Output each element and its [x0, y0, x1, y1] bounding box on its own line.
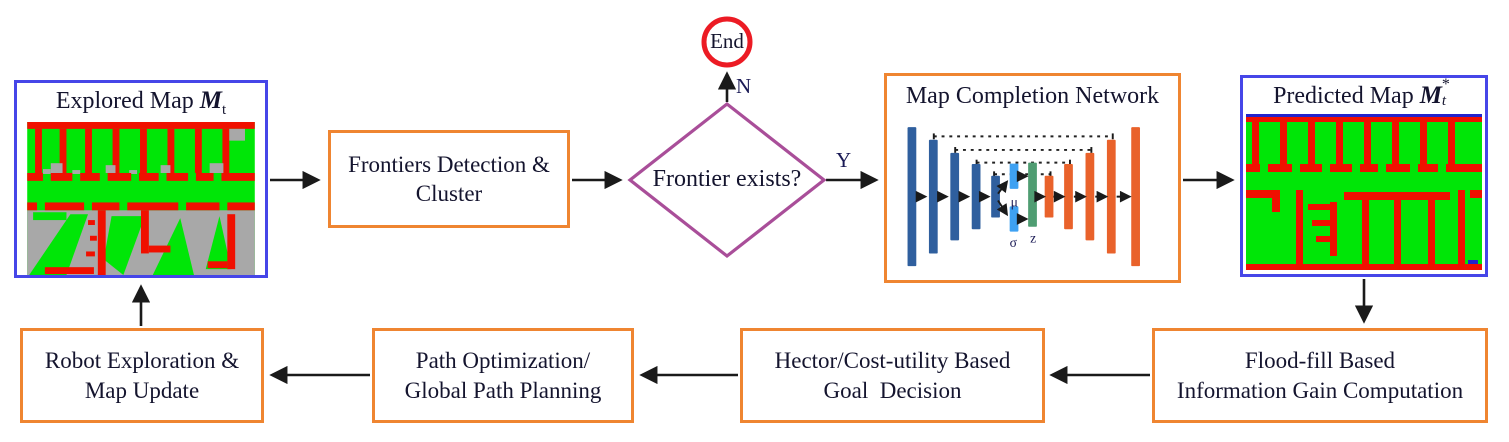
network-layer-bar	[949, 152, 959, 241]
hector-line1: Hector/Cost-utility Based	[774, 348, 1011, 374]
predicted-map-symbol: M	[1419, 82, 1442, 109]
decision-diamond	[627, 101, 827, 259]
explored-map-image	[27, 121, 255, 275]
predicted-map-superscript: *	[1441, 76, 1450, 93]
network-layer-bar	[907, 126, 916, 266]
network-layer-bar	[1027, 162, 1037, 227]
end-circle	[701, 16, 753, 68]
flow-arrows	[131, 71, 1374, 385]
network-layer-bar	[928, 139, 938, 254]
network-layer-bar	[1009, 163, 1018, 189]
network-layer-bar	[1063, 163, 1073, 229]
robot-line2: Map Update	[84, 377, 200, 403]
floodfill-line1: Flood-fill Based	[1244, 348, 1396, 374]
network-arrows	[915, 170, 1132, 225]
mcn-title: Map Completion Network	[905, 83, 1160, 109]
network-layer-bar	[1044, 175, 1053, 218]
explored-map-box: Explored Map Mt	[14, 80, 268, 278]
branch-yes-label: Y	[836, 148, 852, 172]
network-layer-bar	[1085, 152, 1094, 241]
explored-map-title: Explored Map Mt	[56, 85, 226, 120]
network-layer-bar	[1130, 126, 1140, 266]
floodfill-line2: Information Gain Computation	[1176, 377, 1464, 403]
predicted-map-title-text: Predicted Map	[1273, 83, 1414, 109]
network-layer-bar	[971, 163, 980, 229]
sigma-label: σ	[1009, 235, 1017, 250]
network-layer-bar	[1009, 206, 1018, 232]
vae-network-diagram: μ σ z	[907, 126, 1140, 266]
robot-exploration-box: Robot Exploration & Map Update	[20, 328, 264, 423]
decision-label: Frontier exists?	[652, 166, 802, 192]
predicted-map-subscript: t	[1441, 92, 1447, 109]
map-completion-network-box: Map Completion Network	[884, 73, 1181, 283]
z-label: z	[1030, 230, 1036, 245]
skip-connections	[932, 133, 1114, 177]
hector-line2: Goal Decision	[823, 377, 962, 403]
branch-no-label: N	[736, 74, 752, 98]
frontiers-box: Frontiers Detection & Cluster	[328, 130, 570, 228]
floodfill-box: Flood-fill Based Information Gain Comput…	[1152, 328, 1488, 423]
predicted-map-title: Predicted Map M*t	[1273, 76, 1455, 112]
explored-map-title-text: Explored Map	[55, 88, 194, 114]
network-layer-bar	[1106, 139, 1116, 254]
frontiers-line2: Cluster	[415, 181, 483, 206]
predicted-map-image	[1246, 114, 1482, 270]
frontiers-line1: Frontiers Detection &	[348, 151, 550, 177]
robot-line1: Robot Exploration &	[44, 348, 240, 374]
network-layer-bar	[990, 175, 1000, 218]
mu-label: μ	[1010, 194, 1017, 209]
explored-map-subscript: t	[222, 101, 227, 118]
end-label: End	[710, 29, 744, 53]
path-planning-box: Path Optimization/ Global Path Planning	[372, 328, 634, 423]
explored-map-symbol: M	[199, 87, 223, 114]
network-bars	[907, 126, 1140, 266]
predicted-map-box: Predicted Map M*t	[1240, 75, 1488, 277]
path-line1: Path Optimization/	[415, 348, 591, 374]
path-line2: Global Path Planning	[404, 377, 602, 403]
hector-goal-box: Hector/Cost-utility Based Goal Decision	[740, 328, 1045, 423]
